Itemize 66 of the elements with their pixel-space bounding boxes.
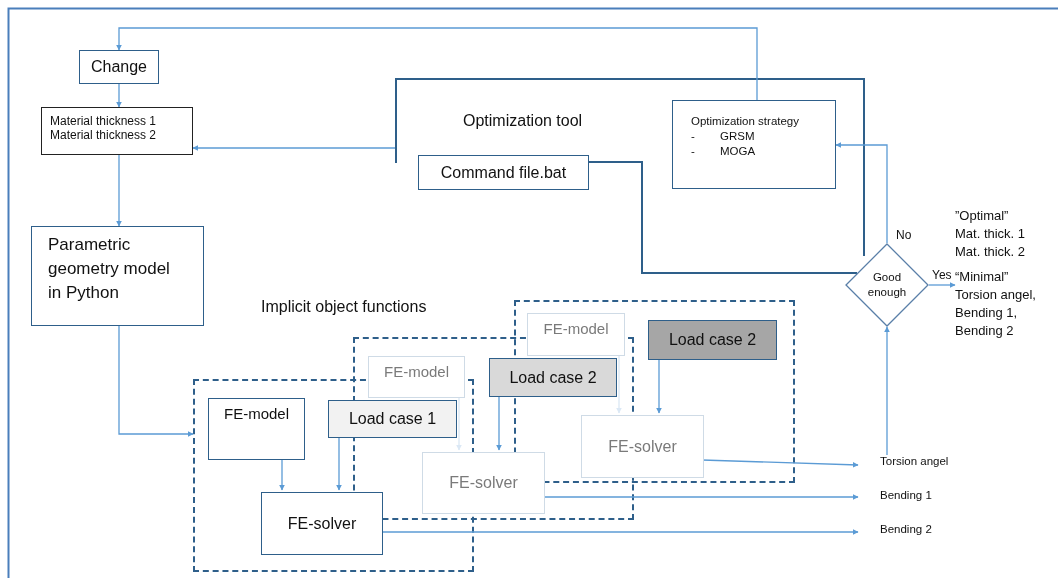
box-text: Change [90,58,147,76]
box-text: FE-model [384,363,449,380]
box-text: Load case 1 [348,410,437,428]
box-text: FE-solver [449,474,518,492]
load-case-box [328,400,457,438]
section-label: Implicit object functions [261,298,427,316]
arrow [336,435,342,491]
box-heading: Optimization strategy [691,115,800,127]
strategy-box [672,100,836,189]
arrow [456,395,462,451]
result-line: Mat. thick. 1 [955,226,1027,241]
result-line: ”Optimal” [955,208,1010,223]
arrow [928,282,956,288]
result-line: Bending 1 [880,489,933,501]
arrow [701,459,859,468]
box-text: FE-solver [287,514,357,533]
box-text: Load case 2 [668,331,757,349]
process-box [527,313,625,356]
arrow [496,394,502,451]
arrow [279,457,285,491]
arrow [380,529,859,535]
arrow [656,357,662,414]
process-box [368,356,465,398]
process-box [31,226,204,326]
process-box [208,398,305,460]
box-text: Load case 2 [509,368,597,387]
edge-label: No [895,228,913,242]
box-text: Command file.bat [440,163,567,182]
process-box [41,107,193,155]
result-line: “Minimal” [955,269,1010,284]
load-case-box [648,320,777,360]
result-line: Bending 1, [955,305,1019,320]
arrow [116,83,122,108]
box-text: - GRSM [691,130,756,142]
arrow [192,145,396,151]
arrow [118,325,194,437]
box-text: Good enough [866,270,908,300]
box-text: Material thickness 1 [50,114,158,128]
panel-title: Optimization tool [463,112,583,130]
connector-line [588,161,858,274]
process-box [422,452,545,514]
edge-label: Yes [931,268,953,282]
tool-panel [395,78,865,256]
box-text: Material thickness 2 [50,128,158,142]
box-text: - MOGA [691,145,757,157]
process-box [79,50,159,84]
result-line: Bending 2 [880,523,933,535]
box-text: Parametric geometry model in Python [48,234,171,304]
arrow [616,353,622,414]
result-line: Torsion angel, [955,287,1037,302]
process-box [581,415,704,478]
arrow [116,27,758,101]
box-text: FE-model [224,405,289,422]
decision-diamond [845,243,929,327]
result-line: Bending 2 [955,323,1015,338]
load-case-box [489,358,617,397]
arrow [116,154,122,227]
arrow [542,494,859,500]
arrow [835,142,888,244]
box-text: FE-solver [608,437,677,456]
file-box [418,155,589,190]
arrow [884,326,890,456]
result-line: Mat. thick. 2 [955,244,1027,259]
box-text: FE-model [543,320,609,337]
process-box [261,492,383,555]
result-line: Torsion angel [880,455,950,467]
